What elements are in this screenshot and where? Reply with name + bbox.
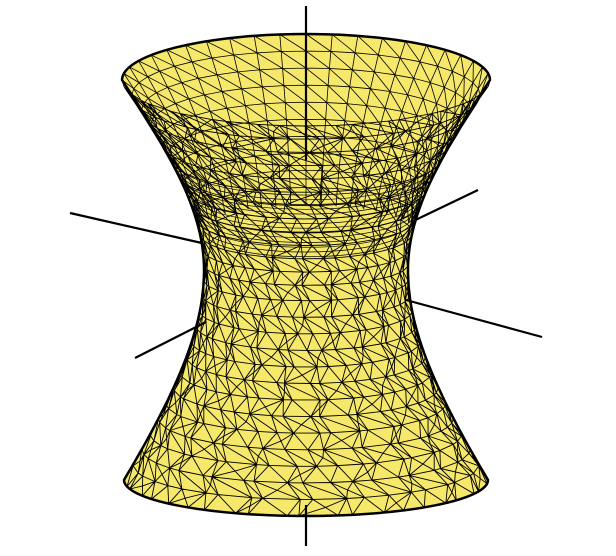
inner-triangles <box>121 33 491 231</box>
throat-shading <box>174 159 438 258</box>
x-axis-front <box>405 298 543 339</box>
inner-mesh <box>121 33 491 231</box>
axes-front <box>134 6 543 546</box>
y-axis-front <box>134 321 207 359</box>
x-axis-back <box>69 211 216 248</box>
throat-lines <box>174 159 438 258</box>
